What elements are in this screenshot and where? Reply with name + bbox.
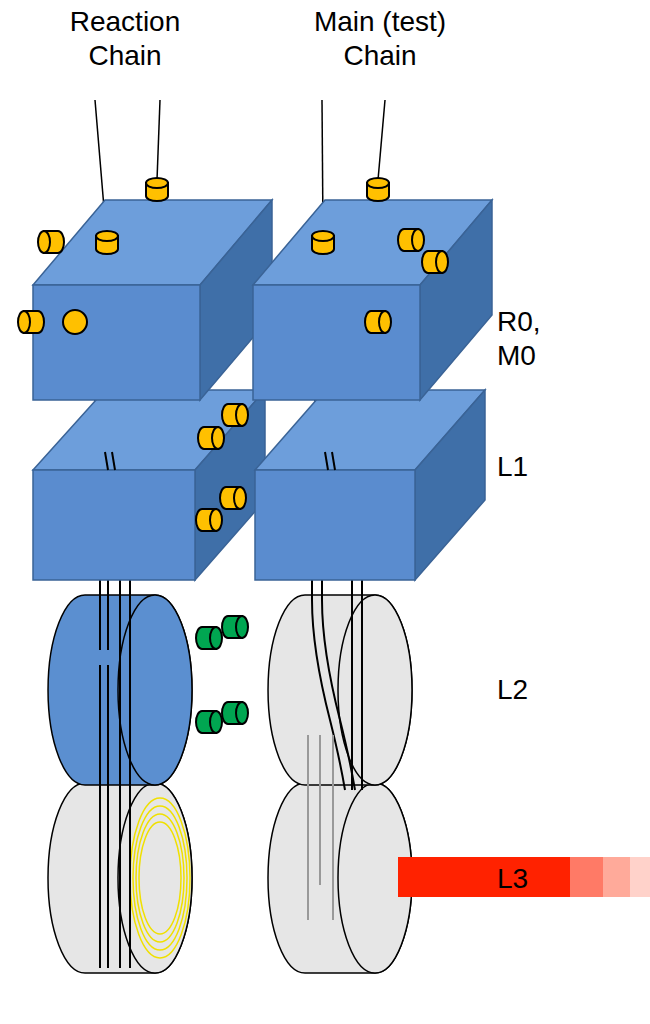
stage-label: L2 <box>497 673 557 707</box>
chain-title: Main (test) Chain <box>285 5 475 73</box>
chain-title: Reaction Chain <box>35 5 215 73</box>
laser-beam <box>398 857 650 897</box>
stage-label: R0, M0 <box>497 305 559 373</box>
l3-masses <box>48 783 412 973</box>
face-magnet <box>63 310 87 334</box>
top-boxes <box>33 200 492 400</box>
l1-boxes <box>33 390 485 580</box>
stage-label: L3 <box>497 862 557 896</box>
stage-label: L1 <box>497 450 557 484</box>
grey-wires <box>308 735 333 920</box>
l2-masses <box>48 595 412 785</box>
l1-wire-tops <box>105 452 335 470</box>
